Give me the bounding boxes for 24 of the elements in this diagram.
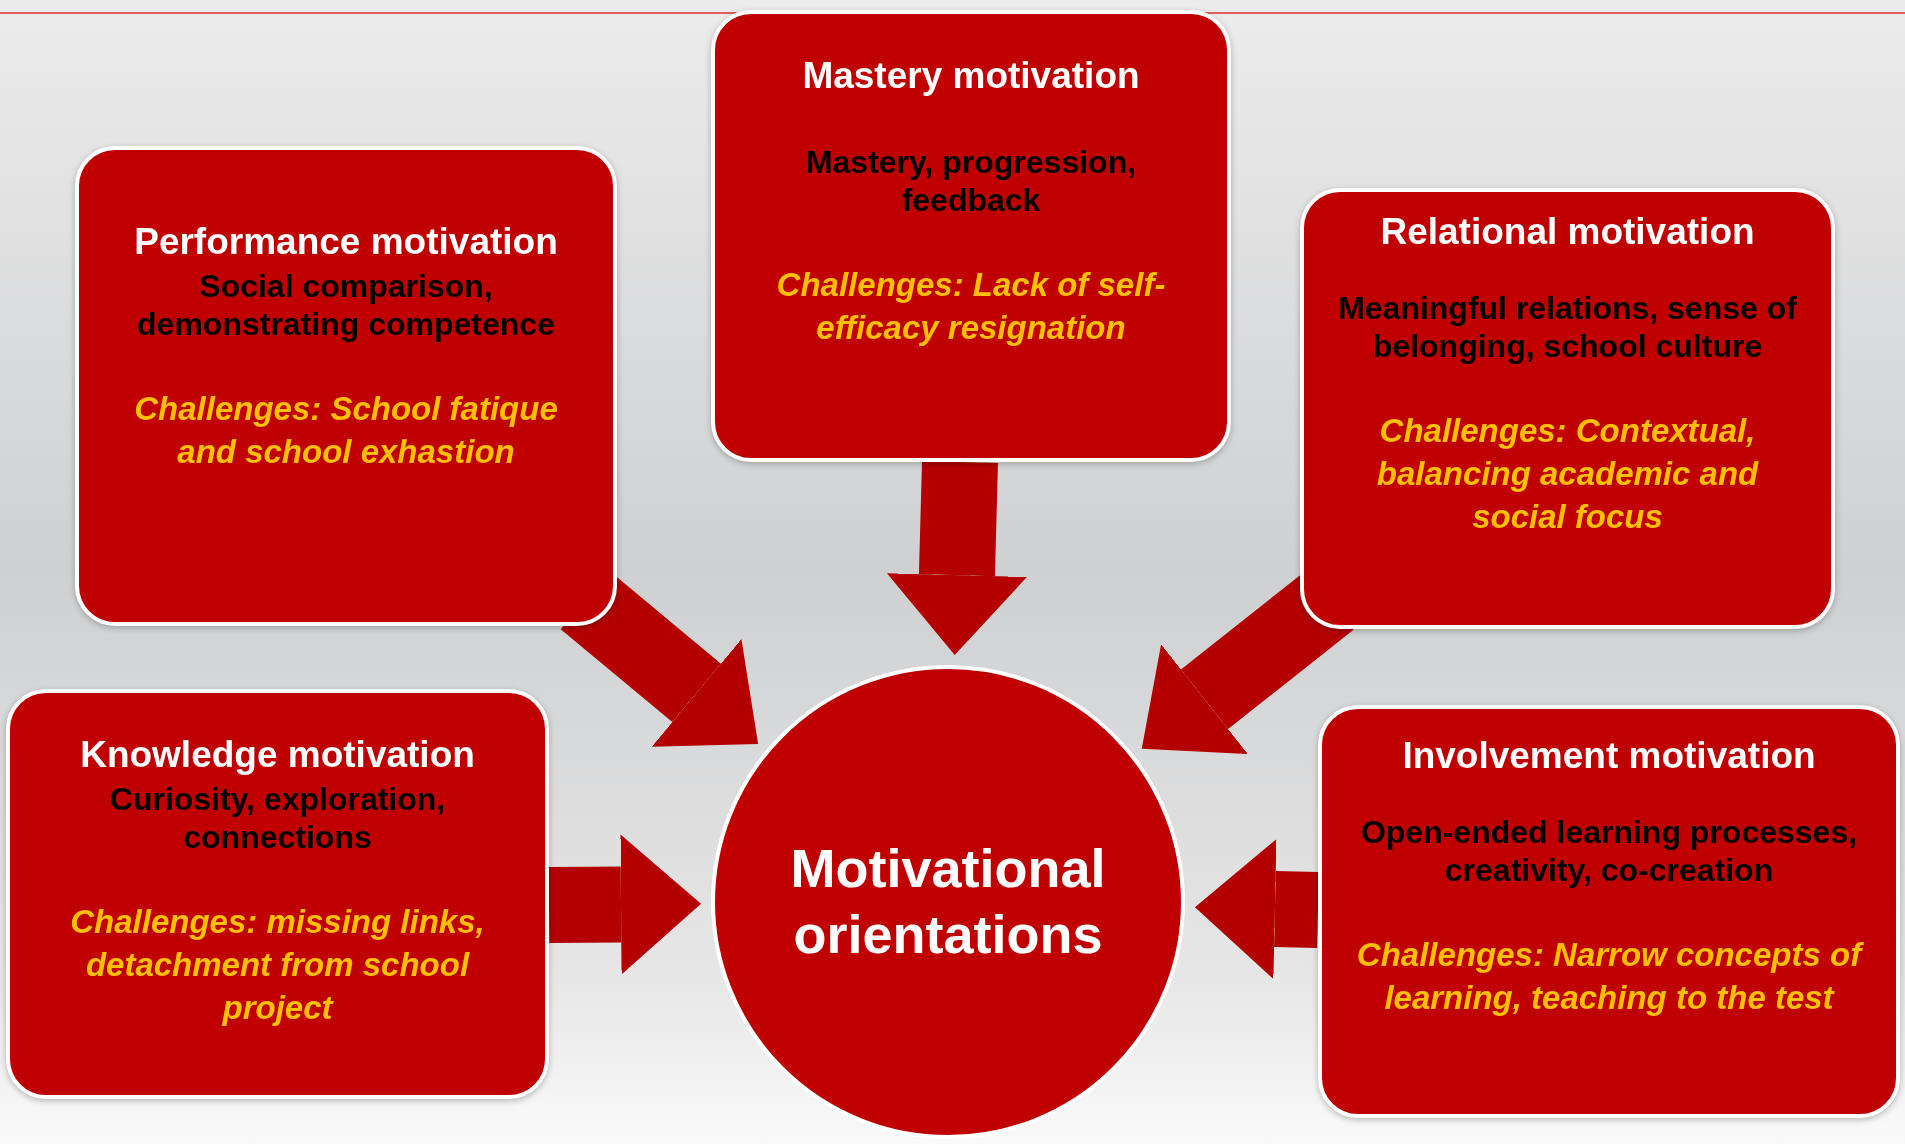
center-title: Motivational orientations [789,837,1107,966]
card-description: Mastery, progression, feedback [804,144,1138,220]
card-description: Open-ended learning processes, creativity, co-creation [1359,814,1859,890]
motivation-card [711,10,1231,462]
challenges-text: Challenges: School fatique and school exhastion [133,388,559,472]
card-description: Curiosity, exploration, connections [108,781,447,857]
card-heading: Mastery motivation [802,54,1140,98]
challenges-text: Challenges: missing links, detachment from school project [69,901,486,1028]
motivation-card [1318,705,1900,1118]
card-description: Meaningful relations, sense of belonging, school culture [1337,290,1798,366]
block-arrow [548,834,701,975]
motivation-card [75,146,617,626]
block-arrow [886,461,1027,656]
card-description: Social comparison, demonstrating competence [136,268,556,344]
card-heading: Involvement motivation [1402,734,1816,778]
motivation-card [1300,188,1835,629]
card-heading: Knowledge motivation [80,733,475,777]
challenges-text: Challenges: Narrow concepts of learning, teaching to the test [1355,934,1865,1018]
card-heading: Relational motivation [1380,210,1755,254]
card-heading: Performance motivation [134,220,558,264]
motivation-card [6,689,549,1099]
challenges-text: Challenges: Lack of self-efficacy resignation [775,264,1167,348]
block-arrow [1194,839,1319,980]
challenges-text: Challenges: Contextual, balancing academic and social focus [1375,410,1760,537]
